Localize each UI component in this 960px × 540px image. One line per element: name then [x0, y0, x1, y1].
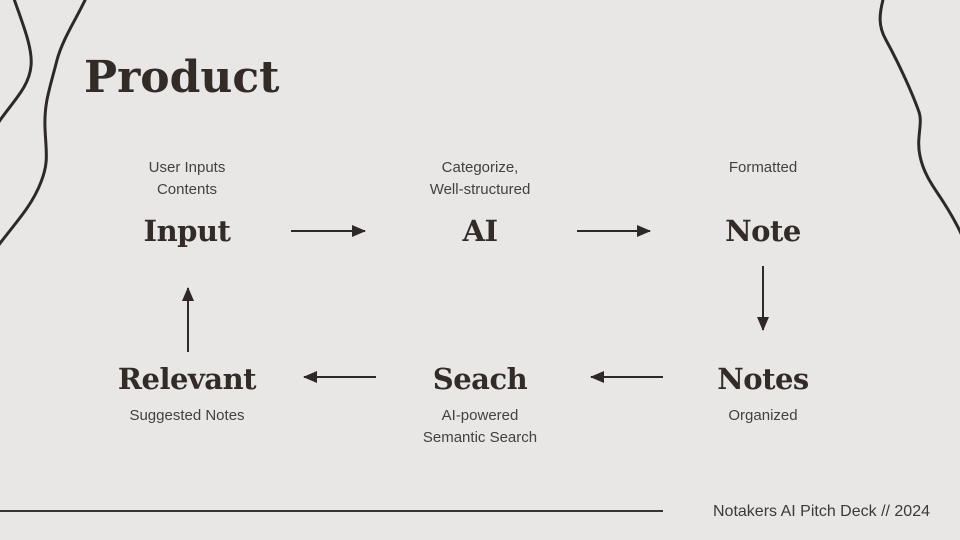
diagram-node-notes: Notes Organized	[623, 360, 903, 427]
diagram-node-ai: Categorize, Well-structured AI	[340, 157, 620, 250]
node-input-annotation: User Inputs Contents	[47, 157, 327, 201]
node-notes-label: Notes	[717, 362, 809, 396]
left-squiggle-decoration-1	[0, 0, 33, 123]
diagram-node-relevant: Relevant Suggested Notes	[47, 360, 327, 427]
node-ai-label: AI	[462, 214, 498, 248]
annotation-line: User Inputs	[148, 159, 226, 176]
slide-title: Product	[84, 52, 280, 103]
node-relevant-label: Relevant	[117, 362, 257, 396]
node-ai-annotation: Categorize, Well-structured	[340, 157, 620, 201]
footer-divider-line	[0, 510, 663, 512]
annotation-line: Categorize,	[441, 159, 519, 176]
diagram-node-note: Formatted Note	[623, 157, 903, 250]
annotation-line: Contents	[156, 181, 218, 198]
node-relevant-annotation: Suggested Notes	[47, 405, 327, 427]
footer-credit: Notakers AI Pitch Deck // 2024	[713, 503, 930, 520]
annotation-line: Formatted	[728, 159, 798, 176]
annotation-line: Suggested Notes	[129, 407, 245, 424]
node-note-label: Note	[725, 214, 801, 248]
annotation-line: Well-structured	[429, 181, 531, 198]
annotation-line: AI-powered	[441, 407, 519, 424]
node-input-label: Input	[143, 214, 231, 248]
node-seach-label: Seach	[432, 362, 528, 396]
diagram-node-input: User Inputs Contents Input	[47, 157, 327, 250]
annotation-line: Organized	[728, 407, 798, 424]
node-seach-annotation: AI-powered Semantic Search	[340, 405, 620, 449]
node-note-annotation: Formatted	[623, 157, 903, 201]
annotation-line: Semantic Search	[422, 429, 538, 446]
diagram-node-seach: Seach AI-powered Semantic Search	[340, 360, 620, 449]
node-notes-annotation: Organized	[623, 405, 903, 427]
